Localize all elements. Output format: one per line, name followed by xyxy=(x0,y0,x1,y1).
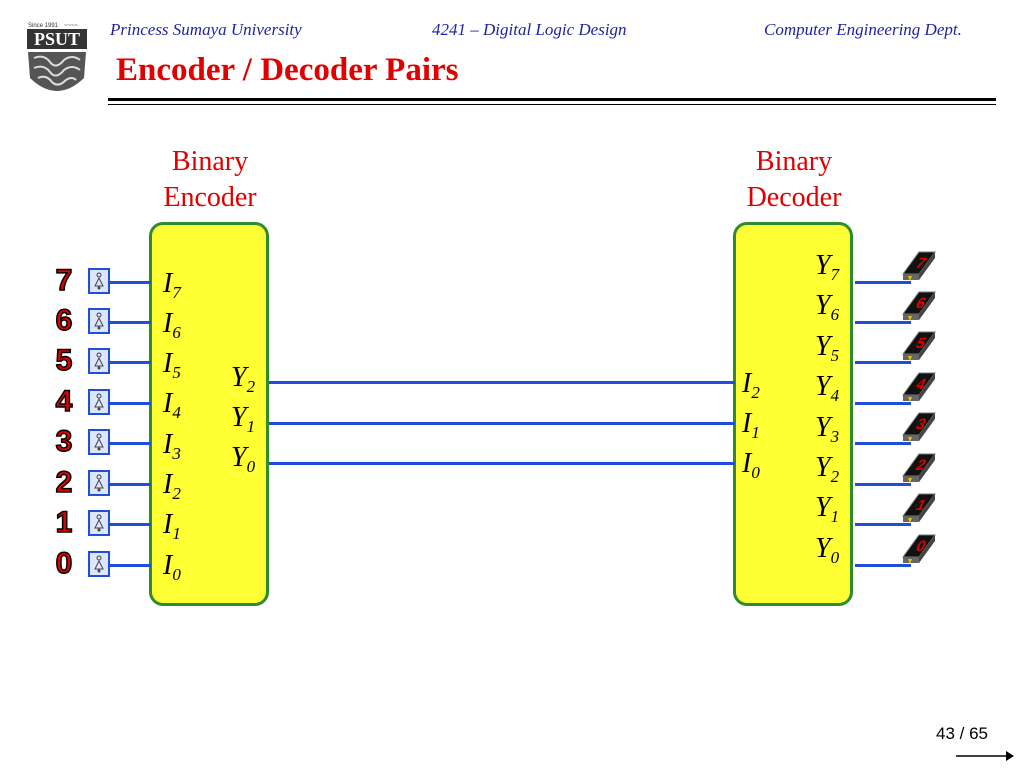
output-wire xyxy=(855,442,911,445)
toggle-switch-icon[interactable] xyxy=(88,510,110,536)
decoder-output-label: Y2 xyxy=(815,452,840,487)
header-department: Computer Engineering Dept. xyxy=(764,20,962,39)
input-digit-label: 4 xyxy=(55,385,73,418)
display-lamp-icon: 3 xyxy=(902,412,936,442)
wire-bit-2 xyxy=(269,381,735,384)
next-arrow-icon[interactable] xyxy=(954,748,1016,764)
toggle-switch-icon[interactable] xyxy=(88,348,110,374)
decoder-output-label: Y7 xyxy=(815,250,840,285)
toggle-switch-icon[interactable] xyxy=(88,268,110,294)
wire-bit-0 xyxy=(269,462,735,465)
encoder-output-label: Y1 xyxy=(231,402,256,437)
output-wire xyxy=(855,281,911,284)
input-wire xyxy=(110,321,151,324)
output-wire xyxy=(855,564,911,567)
input-wire xyxy=(110,442,151,445)
encoder-output-label: Y2 xyxy=(231,362,256,397)
display-lamp-icon: 7 xyxy=(902,251,936,281)
display-lamp-icon: 5 xyxy=(902,331,936,361)
encoder-input-label: I1 xyxy=(163,509,181,544)
encoder-input-label: I4 xyxy=(163,388,181,423)
encoder-output-label: Y0 xyxy=(231,442,256,477)
input-wire xyxy=(110,483,151,486)
output-wire xyxy=(855,321,911,324)
title-rule-thin xyxy=(108,104,996,105)
input-digit-label: 2 xyxy=(55,466,73,499)
decoder-input-label: I2 xyxy=(742,368,760,403)
decoder-output-label: Y6 xyxy=(815,290,840,325)
header-university: Princess Sumaya University xyxy=(110,20,302,39)
encoder-input-label: I2 xyxy=(163,469,181,504)
input-digit-label: 7 xyxy=(55,264,73,297)
decoder-title: Binary Decoder xyxy=(746,146,842,213)
title-rule xyxy=(108,98,996,101)
page-number: 43 / 65 xyxy=(936,724,988,743)
toggle-switch-icon[interactable] xyxy=(88,389,110,415)
display-lamp-icon: 0 xyxy=(902,534,936,564)
svg-text:Since 1991: Since 1991 xyxy=(28,23,59,29)
slide-title: Encoder / Decoder Pairs xyxy=(116,52,459,88)
decoder-output-label: Y0 xyxy=(815,533,840,568)
output-wire xyxy=(855,361,911,364)
encoder-input-label: I5 xyxy=(163,348,181,383)
decoder-block xyxy=(733,222,853,606)
decoder-output-label: Y4 xyxy=(815,371,840,406)
input-digit-label: 1 xyxy=(55,506,73,539)
header-course: 4241 – Digital Logic Design xyxy=(432,20,627,39)
svg-text:~~~~: ~~~~ xyxy=(64,23,79,29)
input-wire xyxy=(110,281,151,284)
input-digit-label: 3 xyxy=(55,425,73,458)
decoder-output-label: Y1 xyxy=(815,492,840,527)
display-lamp-icon: 2 xyxy=(902,453,936,483)
input-wire xyxy=(110,523,151,526)
input-wire xyxy=(110,402,151,405)
display-lamp-icon: 4 xyxy=(902,372,936,402)
toggle-switch-icon[interactable] xyxy=(88,551,110,577)
output-wire xyxy=(855,523,911,526)
input-digit-label: 6 xyxy=(55,304,73,337)
decoder-input-label: I0 xyxy=(742,448,760,483)
output-wire xyxy=(855,402,911,405)
input-wire xyxy=(110,564,151,567)
toggle-switch-icon[interactable] xyxy=(88,429,110,455)
toggle-switch-icon[interactable] xyxy=(88,308,110,334)
display-lamp-icon: 6 xyxy=(902,291,936,321)
encoder-input-label: I7 xyxy=(163,268,181,303)
decoder-output-label: Y5 xyxy=(815,331,840,366)
input-digit-label: 5 xyxy=(55,344,73,377)
encoder-input-label: I3 xyxy=(163,429,181,464)
input-wire xyxy=(110,361,151,364)
encoder-input-label: I0 xyxy=(163,550,181,585)
decoder-input-label: I1 xyxy=(742,408,760,443)
display-lamp-icon: 1 xyxy=(902,493,936,523)
svg-text:PSUT: PSUT xyxy=(34,29,80,49)
wire-bit-1 xyxy=(269,422,735,425)
psut-logo: Since 1991 ~~~~ PSUT xyxy=(27,23,87,91)
toggle-switch-icon[interactable] xyxy=(88,470,110,496)
input-digit-label: 0 xyxy=(55,547,73,580)
encoder-title: Binary Encoder xyxy=(163,146,257,213)
output-wire xyxy=(855,483,911,486)
encoder-block xyxy=(149,222,269,606)
encoder-input-label: I6 xyxy=(163,308,181,343)
decoder-output-label: Y3 xyxy=(815,412,840,447)
